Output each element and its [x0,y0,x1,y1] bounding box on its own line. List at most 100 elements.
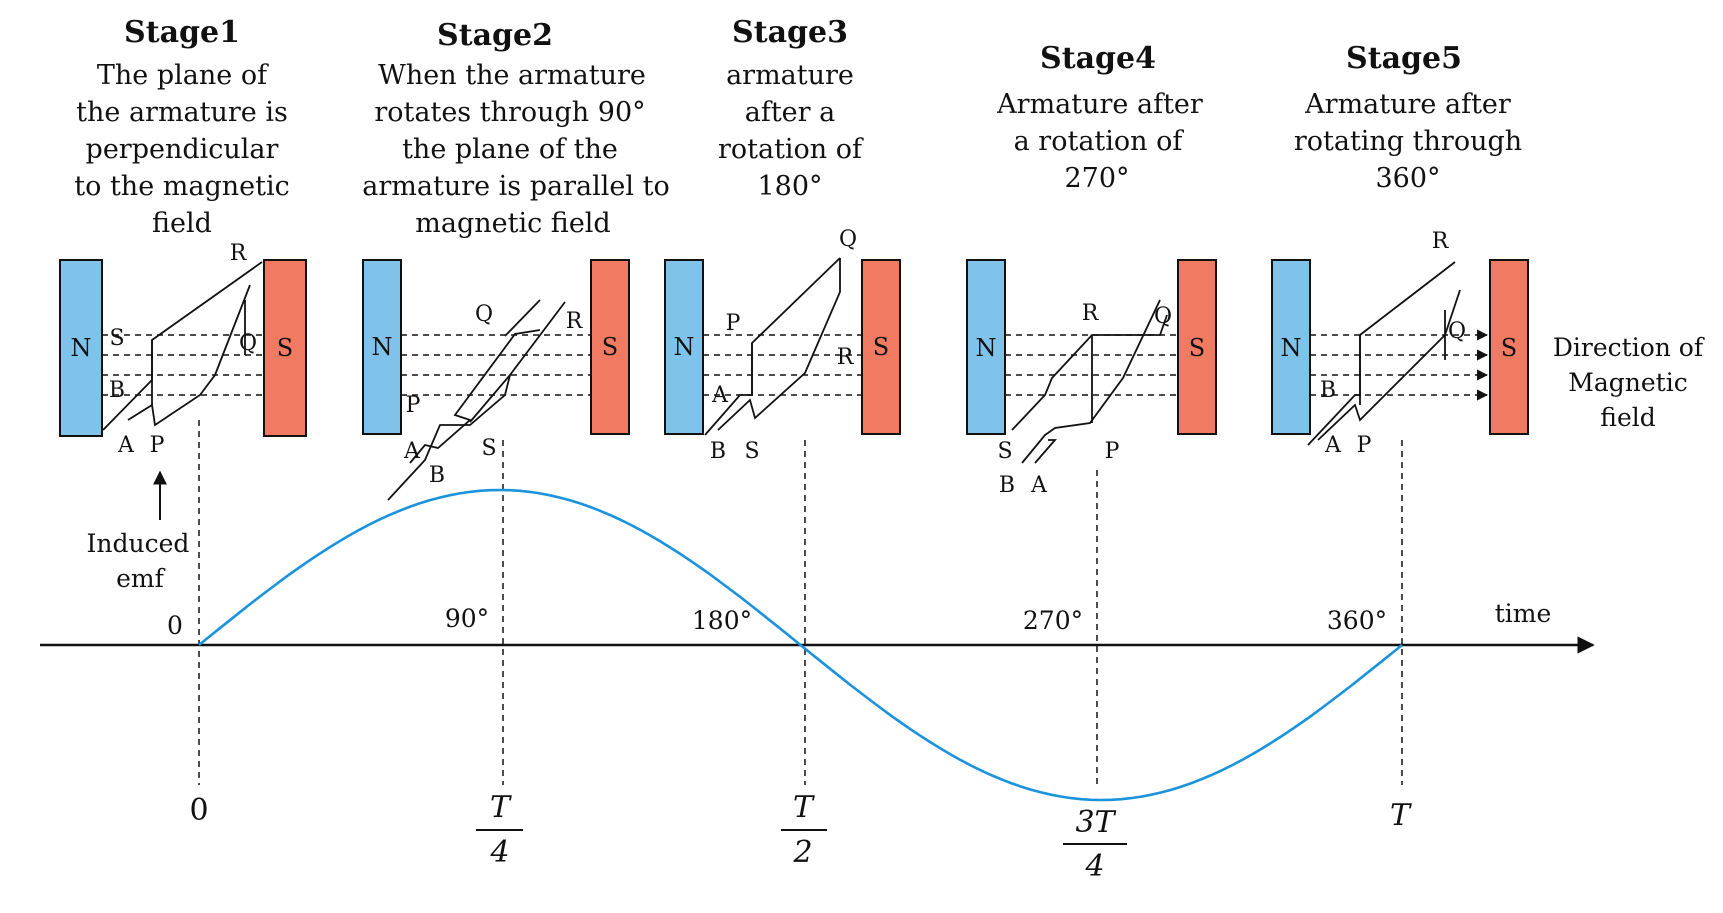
stage-3-desc-line-2: after a [745,97,836,128]
field-direction-label-line-1: Direction of [1553,333,1705,362]
north-pole [362,259,402,435]
coil-label-P: P [1357,433,1372,458]
south-pole-label: S [1501,334,1517,362]
time-label-T-over-4-den: 4 [489,835,509,870]
stage-4-desc-line-3: 270° [1064,163,1129,194]
vertical-guides [198,420,1403,785]
time-axis-label: time [1495,599,1552,628]
angle-label-180: 180° [692,606,752,635]
coil-label-A: A [1030,473,1048,498]
south-pole [1489,259,1529,435]
north-pole-label: N [976,334,997,362]
stage-3: Stage3 armature after a rotation of 180°… [664,15,901,464]
stage-3-desc-line-4: 180° [757,171,822,202]
stage-3-desc-line-3: rotation of [718,134,864,165]
angle-label-90: 90° [445,604,489,633]
coil-label-Q: Q [475,302,493,327]
stage-4-desc-line-2: a rotation of [1014,126,1185,157]
stage-5-title: Stage5 [1346,41,1462,76]
coil-label-P: P [1105,439,1120,464]
stage-5: Stage5 Armature after rotating through 3… [1271,41,1529,458]
stage-5-desc-line-1: Armature after [1304,89,1511,120]
south-pole [263,259,307,437]
south-pole [861,259,901,435]
south-pole [590,259,630,435]
south-pole [1177,259,1217,435]
coil-label-S: S [109,326,124,351]
stage-4-desc-line-1: Armature after [996,89,1203,120]
armature-coil [102,261,263,431]
armature-coil [387,299,566,501]
field-lines [102,334,264,396]
induced-emf-label-line-1: Induced [87,529,190,558]
stage-1-desc-line-5: field [152,208,212,239]
stage-5-desc-line-3: 360° [1375,163,1440,194]
north-pole [966,259,1006,435]
coil-label-R: R [1082,301,1100,326]
coil-label-S: S [744,439,759,464]
time-label-3T-over-4-den: 4 [1084,849,1104,884]
coil-label-P: P [726,311,741,336]
south-pole-label: S [1189,334,1205,362]
stage-2-desc-line-2: rotates through 90° [374,97,645,128]
coil-label-B: B [999,473,1015,498]
time-label-T-over-4-num: T [490,790,512,825]
armature-coil [704,257,841,436]
south-pole-label: S [602,333,618,361]
stage-1-title: Stage1 [124,15,240,50]
south-pole-label: S [873,333,889,361]
stage-2-desc-line-3: the plane of the [402,134,618,165]
coil-label-S: S [481,436,496,461]
armature-coil [1307,261,1461,446]
north-pole-label: N [674,333,695,361]
time-label-T-over-2-den: 2 [792,835,812,870]
north-pole [664,259,704,435]
stage-2-desc-line-1: When the armature [378,60,646,91]
stage-4-title: Stage4 [1040,41,1156,76]
coil-label-S: S [997,439,1012,464]
coil-label-A: A [711,383,729,408]
south-pole-label: S [277,334,293,362]
coil-label-R: R [230,241,248,266]
coil-label-B: B [1320,378,1336,403]
stage-1-desc-line-1: The plane of [97,60,269,91]
coil-label-Q: Q [239,331,257,356]
origin-label: 0 [167,611,183,640]
north-pole-label: N [71,334,92,362]
stage-1-desc-line-4: to the magnetic [74,171,289,202]
coil-label-Q: Q [1448,319,1466,344]
stage-2-title: Stage2 [437,18,553,53]
coil-label-P: P [150,433,165,458]
coil-label-B: B [109,378,125,403]
stage-3-desc-line-1: armature [726,60,854,91]
coil-label-R: R [566,309,584,334]
stage-1-desc-line-2: the armature is [76,97,288,128]
time-label-T-over-2-num: T [793,790,815,825]
field-lines-with-arrows [1310,329,1489,401]
field-lines [703,334,862,396]
coil-label-A: A [403,439,421,464]
north-pole [1271,259,1311,435]
coil-label-Q: Q [839,227,857,252]
coil-label-B: B [429,463,445,488]
coil-label-A: A [1324,433,1342,458]
armature-coil [1011,299,1168,464]
north-pole-label: N [1281,334,1302,362]
stage-2: Stage2 When the armature rotates through… [362,18,670,501]
coil-label-B: B [710,439,726,464]
emf-graph: time 0 90° 180° 270° 360° 0 T 4 T 2 3T 4… [40,420,1595,884]
stage-3-title: Stage3 [732,15,848,50]
time-label-T: T [1390,798,1412,833]
north-pole-label: N [372,333,393,361]
north-pole [59,259,103,437]
stage-1: Stage1 The plane of the armature is perp… [59,15,307,458]
stage-1-desc-line-3: perpendicular [86,134,279,165]
field-direction-label-line-3: field [1600,403,1655,432]
coil-label-R: R [1432,229,1450,254]
field-lines [401,334,591,396]
coil-label-A: A [117,433,135,458]
time-label-0: 0 [189,793,208,828]
induced-emf-label-line-2: emf [116,564,166,593]
field-direction-label-line-2: Magnetic [1568,368,1687,397]
stage-4: Stage4 Armature after a rotation of 270°… [966,41,1217,498]
